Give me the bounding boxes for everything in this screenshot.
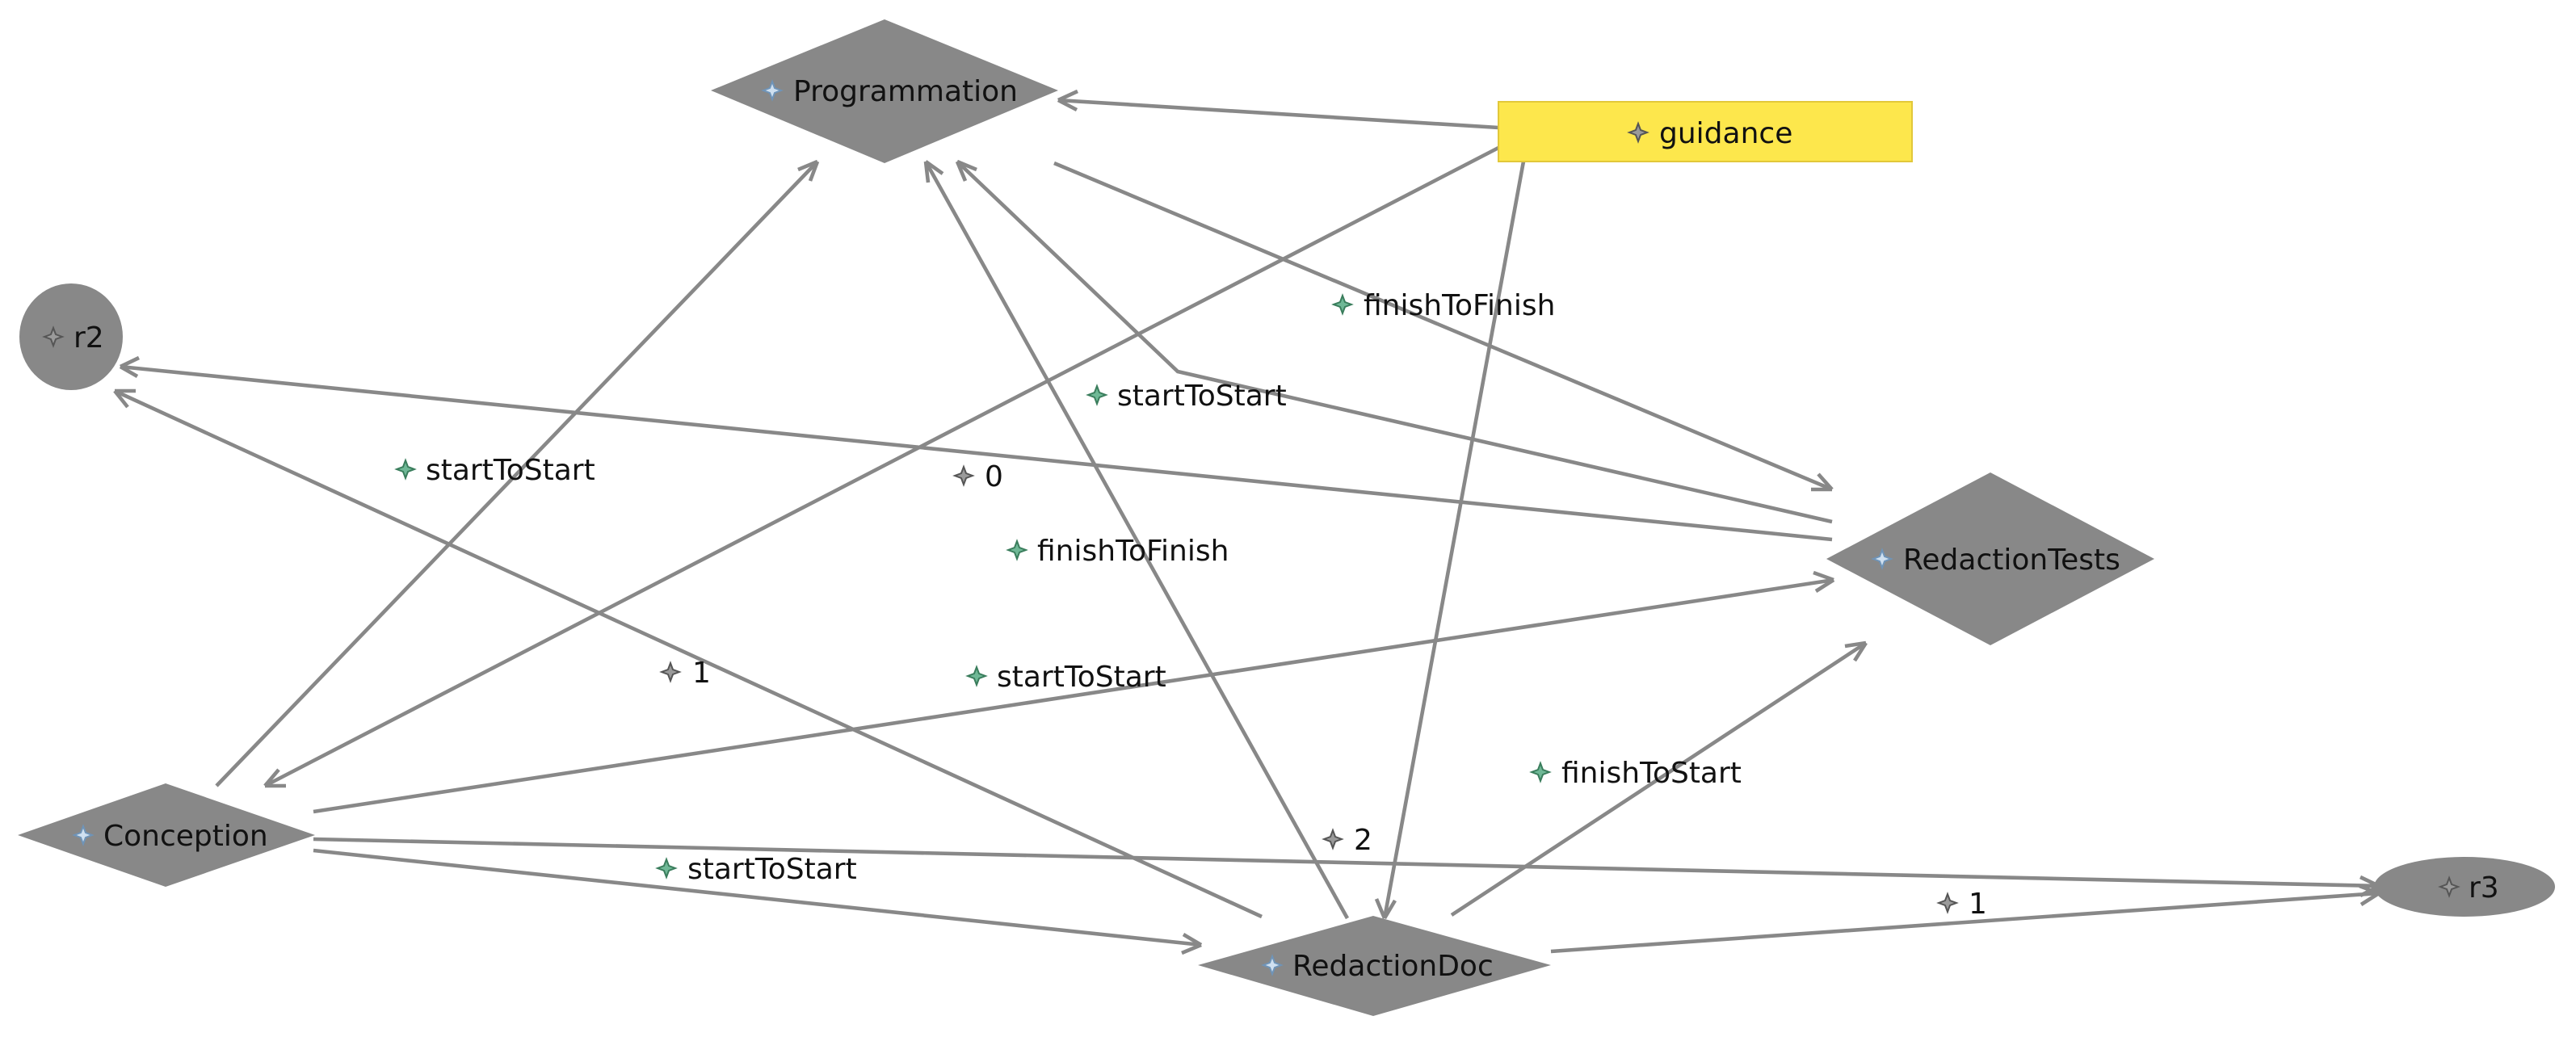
milestone-icon	[661, 662, 680, 682]
edge-label-text: 0	[985, 460, 1003, 493]
node-label: guidance	[1659, 117, 1792, 150]
edge-label-starttostart-mid[interactable]: startToStart	[1087, 380, 1287, 413]
edge-label-text: startToStart	[426, 454, 595, 487]
role-icon	[1531, 762, 1550, 782]
role-icon	[1333, 295, 1352, 314]
edge-label-text: 1	[692, 657, 711, 690]
edge-guidance-to-programmation[interactable]	[1057, 89, 1499, 130]
edge-programmation-to-redactiontests[interactable]	[1053, 161, 1834, 492]
role-icon	[1087, 385, 1107, 405]
edge-label-text: 1	[1969, 888, 1987, 921]
edge-guidance-to-redactiondoc[interactable]	[1374, 161, 1526, 920]
edge-redactiondoc-to-r3[interactable]	[1550, 884, 2381, 954]
edge-redactiontests-to-programmation[interactable]	[955, 159, 1833, 524]
node-redactiontests[interactable]: RedactionTests	[1826, 472, 2154, 645]
edge-label-text: 2	[1354, 824, 1372, 857]
node-redactiondoc[interactable]: RedactionDoc	[1198, 916, 1551, 1016]
role-icon	[1007, 540, 1027, 560]
edge-conception-to-redactiondoc[interactable]	[313, 848, 1203, 955]
edge-label-text: startToStart	[1117, 380, 1287, 413]
edge-redactiondoc-to-redactiontests[interactable]	[1450, 640, 1868, 917]
node-r3[interactable]: r3	[2374, 857, 2555, 917]
edge-label-finishtofinish-top[interactable]: finishToFinish	[1333, 289, 1555, 322]
edge-redactiontests-to-r2[interactable]	[119, 355, 1833, 542]
edge-conception-to-programmation[interactable]	[215, 159, 820, 787]
node-label: RedactionDoc	[1292, 950, 1494, 983]
node-label: Conception	[103, 820, 268, 853]
node-label: r2	[74, 321, 104, 355]
milestone-icon	[1323, 829, 1343, 849]
node-conception[interactable]: Conception	[18, 783, 315, 887]
edge-label-starttostart-center[interactable]: startToStart	[967, 661, 1166, 694]
node-label: r3	[2469, 871, 2499, 905]
role-icon	[396, 460, 415, 479]
milestone-icon	[1938, 893, 1957, 913]
role-icon	[967, 666, 986, 686]
edge-label-finishtostart[interactable]: finishToStart	[1531, 757, 1742, 790]
edge-label-text: finishToStart	[1561, 757, 1742, 790]
edge-redactiondoc-to-programmation[interactable]	[923, 160, 1350, 920]
edges	[113, 89, 2381, 955]
edge-label-one-right[interactable]: 1	[1938, 888, 1987, 921]
edge-label-one-left[interactable]: 1	[661, 657, 711, 690]
edge-label-starttostart-left[interactable]: startToStart	[396, 454, 595, 487]
edge-redactiondoc-to-r2[interactable]	[113, 388, 1263, 919]
edge-label-starttostart-bottom[interactable]: startToStart	[657, 853, 857, 886]
edge-label-finishtofinish-mid[interactable]: finishToFinish	[1007, 535, 1229, 568]
milestone-icon	[954, 466, 973, 485]
role-icon	[657, 859, 676, 878]
node-programmation[interactable]: Programmation	[711, 19, 1058, 163]
node-guidance[interactable]: guidance	[1498, 101, 1913, 162]
node-r2[interactable]: r2	[19, 283, 123, 390]
edge-label-text: finishToFinish	[1037, 535, 1229, 568]
edge-label-text: startToStart	[997, 661, 1166, 694]
edge-conception-to-r3[interactable]	[313, 837, 2381, 898]
edge-guidance-to-conception[interactable]	[263, 145, 1500, 788]
edge-label-text: finishToFinish	[1364, 289, 1555, 322]
edge-label-zero[interactable]: 0	[954, 460, 1003, 493]
edge-conception-to-redactiontests[interactable]	[313, 570, 1835, 814]
edge-label-two[interactable]: 2	[1323, 824, 1372, 857]
node-label: Programmation	[793, 75, 1018, 108]
edge-label-text: startToStart	[687, 853, 857, 886]
node-label: RedactionTests	[1903, 544, 2120, 577]
